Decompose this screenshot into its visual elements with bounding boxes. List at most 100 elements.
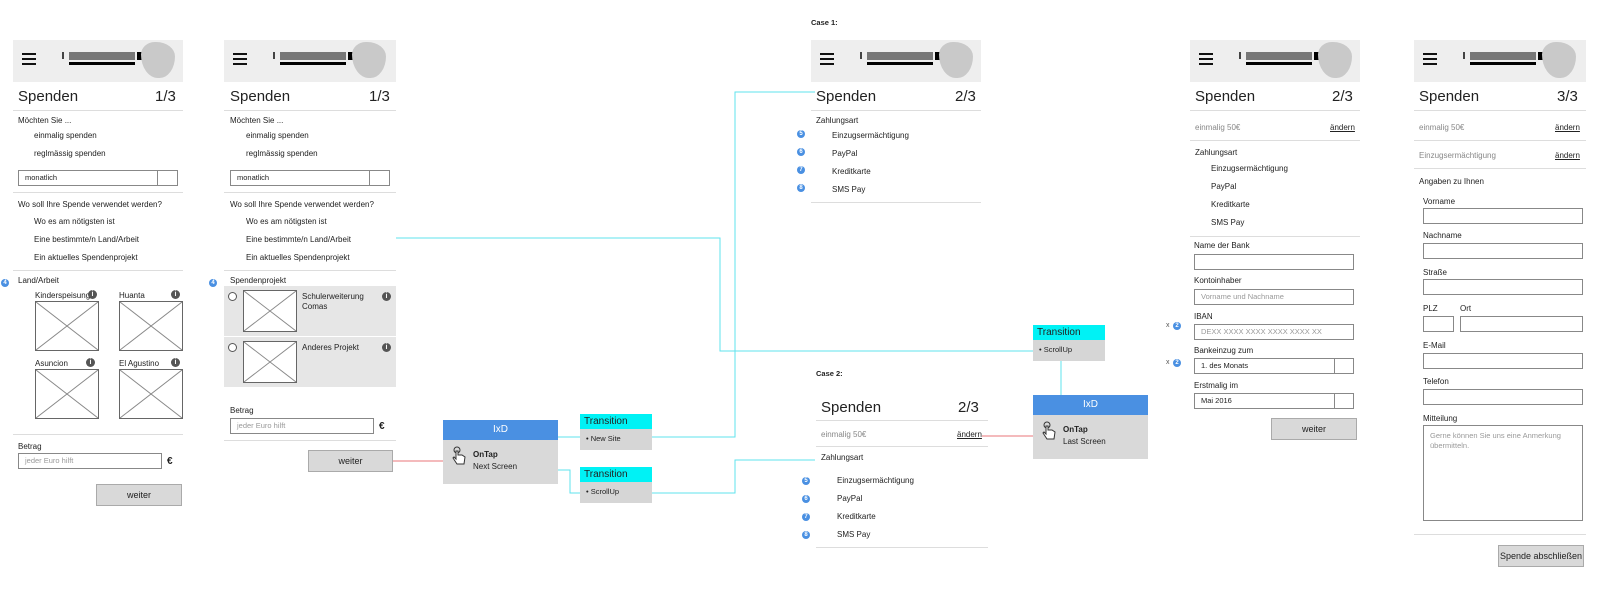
usage-question: Wo soll Ihre Spende verwendet werden?: [18, 200, 162, 209]
menu-icon[interactable]: [233, 53, 247, 65]
step-indicator: 1/3: [155, 88, 176, 105]
annotation-mark: x: [1166, 322, 1170, 329]
bank-name-input[interactable]: [1194, 254, 1354, 270]
transition-scrollup: Transition • ScrollUp: [1033, 325, 1105, 361]
zip-input[interactable]: [1423, 316, 1454, 332]
message-textarea[interactable]: Gerne können Sie uns eine Anmerkung über…: [1423, 425, 1583, 521]
payment-option[interactable]: SMS Pay: [837, 530, 871, 539]
phone-input[interactable]: [1423, 389, 1583, 405]
page-title: Spenden: [816, 88, 877, 105]
page-title: Spenden: [821, 399, 882, 416]
transition-scrollup: Transition • ScrollUp: [580, 467, 652, 503]
menu-icon[interactable]: [1423, 53, 1437, 65]
option-einmalig[interactable]: einmalig spenden: [246, 131, 309, 140]
aendern-link[interactable]: ändern: [1555, 151, 1580, 160]
weiter-button[interactable]: weiter: [1271, 418, 1357, 440]
payment-option[interactable]: SMS Pay: [832, 185, 866, 194]
transition-header: Transition: [1033, 325, 1105, 340]
option-einmalig[interactable]: einmalig spenden: [34, 131, 97, 140]
usage-option-2[interactable]: Eine bestimmte/n Land/Arbeit: [34, 235, 139, 244]
first-debit-label: Erstmalig im: [1194, 381, 1239, 390]
connector-new-site: [652, 91, 815, 438]
city-input[interactable]: [1460, 316, 1583, 332]
payment-option[interactable]: SMS Pay: [1211, 218, 1245, 227]
payment-option[interactable]: Kreditkarte: [837, 512, 876, 521]
aendern-link[interactable]: ändern: [1555, 123, 1580, 132]
screen-step1-projekt: Spenden 1/3 Möchten Sie ... einmalig spe…: [224, 40, 396, 480]
annotation-badge: 2: [1173, 322, 1181, 330]
page-title: Spenden: [230, 88, 291, 105]
amount-input[interactable]: jeder Euro hilft: [230, 418, 374, 434]
weiter-button[interactable]: weiter: [96, 484, 182, 506]
step-indicator: 1/3: [369, 88, 390, 105]
info-icon[interactable]: i: [88, 290, 97, 299]
frequency-select[interactable]: monatlich: [18, 170, 178, 186]
info-icon[interactable]: i: [382, 292, 391, 301]
ixd-event: OnTap: [473, 450, 498, 459]
payment-option[interactable]: Kreditkarte: [1211, 200, 1250, 209]
first-debit-select[interactable]: Mai 2016: [1194, 393, 1354, 409]
project-card[interactable]: Schulerweiterung Comas i: [224, 286, 396, 336]
image-placeholder[interactable]: [119, 301, 183, 351]
logo: [69, 52, 135, 60]
payment-option[interactable]: Einzugsermächtigung: [837, 476, 914, 485]
app-header: [13, 40, 183, 82]
transition-item: • New Site: [586, 434, 621, 443]
aendern-link[interactable]: ändern: [1330, 123, 1355, 132]
summary-payment: Einzugsermächtigung: [1419, 151, 1496, 160]
option-regelmaessig[interactable]: reglmässig spenden: [34, 149, 106, 158]
menu-icon[interactable]: [22, 53, 36, 65]
project-card[interactable]: Anderes Projekt i: [224, 337, 396, 387]
message-label: Mitteilung: [1423, 414, 1458, 423]
usage-option-3[interactable]: Ein aktuelles Spendenprojekt: [246, 253, 350, 262]
intro-text: Möchten Sie ...: [18, 116, 72, 125]
summary-text: einmalig 50€: [1195, 123, 1241, 132]
menu-icon[interactable]: [820, 53, 834, 65]
currency-symbol: €: [379, 421, 385, 432]
payment-option[interactable]: PayPal: [832, 149, 858, 158]
annotation-badge: 7: [797, 166, 805, 174]
usage-option-1[interactable]: Wo es am nötigsten ist: [246, 217, 327, 226]
payment-option[interactable]: Einzugsermächtigung: [1211, 164, 1288, 173]
project-radio[interactable]: [228, 343, 237, 352]
amount-input[interactable]: jeder Euro hilft: [18, 453, 162, 469]
info-icon[interactable]: i: [171, 290, 180, 299]
image-placeholder[interactable]: [119, 369, 183, 419]
iban-input[interactable]: DEXX XXXX XXXX XXXX XXXX XX: [1194, 324, 1354, 340]
intro-text: Möchten Sie ...: [230, 116, 284, 125]
ixd-box-next-screen: IxD OnTap Next Screen: [443, 420, 558, 484]
payment-option[interactable]: PayPal: [1211, 182, 1237, 191]
street-label: Straße: [1423, 268, 1448, 277]
usage-option-2[interactable]: Eine bestimmte/n Land/Arbeit: [246, 235, 351, 244]
street-input[interactable]: [1423, 279, 1583, 295]
payment-option[interactable]: Einzugsermächtigung: [832, 131, 909, 140]
menu-icon[interactable]: [1199, 53, 1213, 65]
email-input[interactable]: [1423, 353, 1583, 369]
tile-label: Asuncion: [35, 359, 68, 368]
account-holder-input[interactable]: Vorname und Nachname: [1194, 289, 1354, 305]
ixd-action: Next Screen: [473, 462, 518, 471]
usage-option-1[interactable]: Wo es am nötigsten ist: [34, 217, 115, 226]
image-placeholder[interactable]: [35, 369, 99, 419]
payment-option[interactable]: PayPal: [837, 494, 863, 503]
frequency-select[interactable]: monatlich: [230, 170, 390, 186]
amount-label: Betrag: [18, 442, 42, 451]
debit-date-select[interactable]: 1. des Monats: [1194, 358, 1354, 374]
step-indicator: 2/3: [958, 399, 979, 416]
image-placeholder[interactable]: [35, 301, 99, 351]
info-icon[interactable]: i: [382, 343, 391, 352]
payment-option[interactable]: Kreditkarte: [832, 167, 871, 176]
transition-item: • ScrollUp: [586, 487, 620, 496]
ixd-header: IxD: [1033, 395, 1148, 415]
aendern-link[interactable]: ändern: [957, 430, 982, 439]
weiter-button[interactable]: weiter: [308, 450, 393, 472]
info-icon[interactable]: i: [86, 358, 95, 367]
option-regelmaessig[interactable]: reglmässig spenden: [246, 149, 318, 158]
submit-donation-button[interactable]: Spende abschließen: [1498, 545, 1584, 567]
usage-option-3[interactable]: Ein aktuelles Spendenprojekt: [34, 253, 138, 262]
ixd-event: OnTap: [1063, 425, 1088, 434]
lastname-input[interactable]: [1423, 243, 1583, 259]
project-radio[interactable]: [228, 292, 237, 301]
info-icon[interactable]: i: [171, 358, 180, 367]
firstname-input[interactable]: [1423, 208, 1583, 224]
